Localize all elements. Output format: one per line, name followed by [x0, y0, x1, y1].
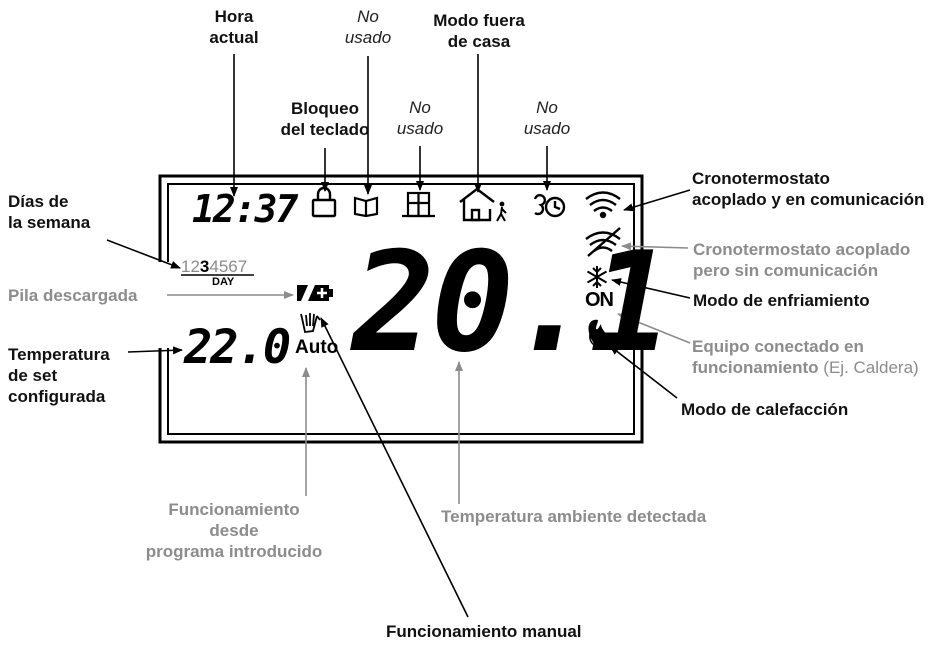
arrow-calefaccion [609, 345, 678, 399]
arrow-dias [106, 239, 181, 269]
arrow-crono-sin [621, 242, 689, 251]
ambient-temperature-display: 20.1 [352, 222, 672, 383]
label-equipo-normal: (Ej. Caldera) [818, 358, 919, 377]
label-equipo: Equipo conectado en funcionamiento (Ej. … [692, 337, 919, 377]
day-active: 3 [199, 257, 210, 276]
on-label: ON [585, 289, 614, 311]
wifi-connected-icon [585, 191, 621, 219]
arrow-func-manual [320, 317, 469, 618]
battery-low-icon [297, 285, 333, 301]
hand-manual-icon [300, 313, 321, 333]
timer-icon [533, 193, 566, 218]
day-label: DAY [212, 276, 235, 288]
lock-icon [311, 186, 337, 218]
window-icon [402, 191, 435, 218]
days-suffix: 4567 [209, 257, 248, 276]
wifi-disconnected-icon [585, 227, 621, 257]
label-equipo-bold: funcionamiento [692, 358, 819, 377]
flame-icon [588, 319, 608, 347]
book-icon [353, 196, 379, 218]
arrow-equipo [617, 313, 691, 344]
set-temperature-display: 22.0 [184, 320, 291, 375]
snowflake-icon [586, 266, 608, 288]
label-enfriamiento: Modo de enfriamiento [693, 291, 870, 310]
away-house-icon [459, 187, 507, 222]
days-prefix: 12 [181, 257, 200, 276]
lcd-frame [158, 174, 644, 444]
label-temp-ambiente: Temperatura ambiente detectada [441, 507, 707, 526]
auto-label: Auto [295, 337, 339, 358]
arrow-enfriamiento [611, 278, 691, 299]
label-pila: Pila descargada [8, 286, 138, 305]
arrows [106, 54, 691, 618]
arrow-temp-set [127, 346, 183, 355]
weekdays-display: 1234567 [181, 258, 247, 276]
arrow-crono-ok [623, 189, 691, 212]
label-func-manual: Funcionamiento manual [386, 622, 582, 641]
clock-display: 12:37 [192, 187, 298, 231]
label-calefaccion: Modo de calefacción [681, 400, 849, 419]
